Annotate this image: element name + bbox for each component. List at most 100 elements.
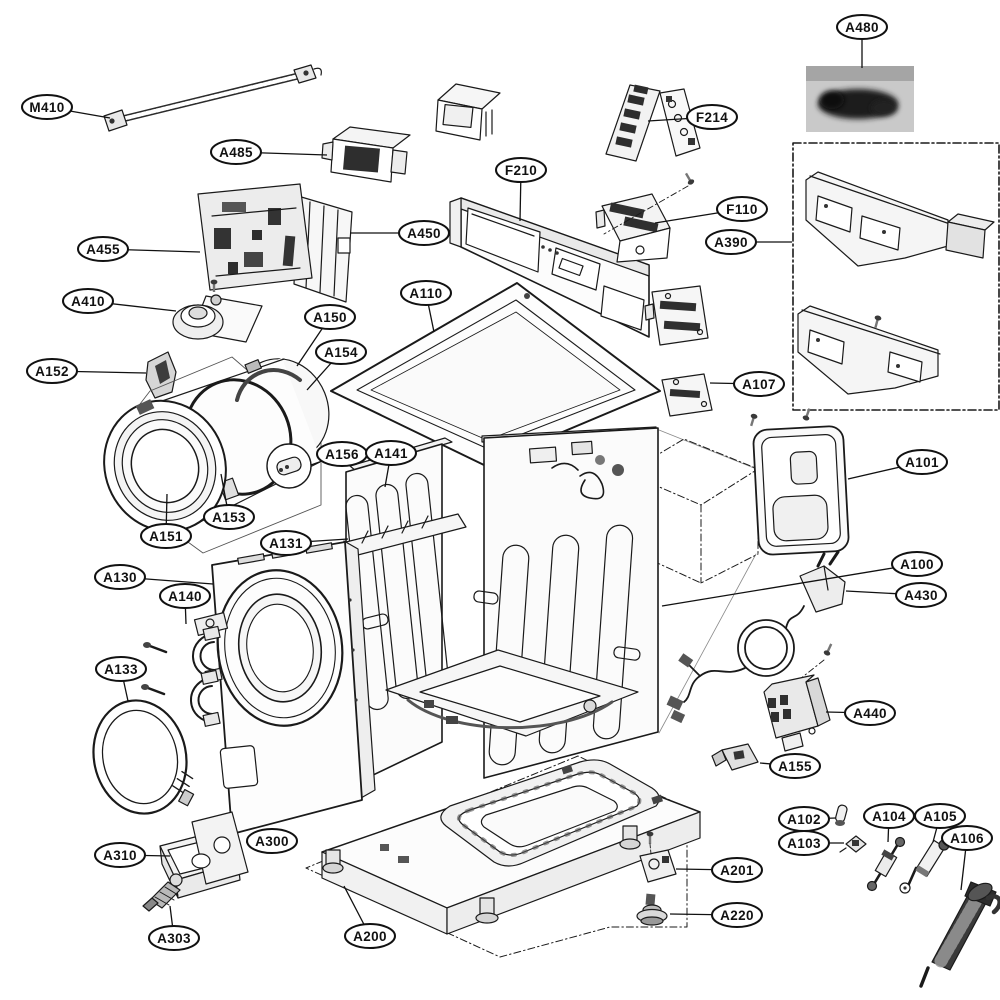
diagram-artwork xyxy=(92,64,1000,988)
callout-a155: A155 xyxy=(759,753,821,779)
control-panel-part xyxy=(449,197,650,338)
callout-bubble xyxy=(733,371,785,397)
callout-label: A141 xyxy=(374,446,408,461)
callout-a410: A410 xyxy=(62,288,177,314)
callout-a141: A141 xyxy=(365,440,417,488)
callout-bubble xyxy=(140,523,192,549)
rail-kit-dashed-box xyxy=(792,142,1000,423)
callout-label: A455 xyxy=(86,242,120,257)
callout-bubble xyxy=(246,828,298,854)
callout-label: A102 xyxy=(787,812,821,827)
callout-layer: M410A485A455A410A152A151A153A150A154A156… xyxy=(21,14,993,951)
callout-label: A151 xyxy=(149,529,183,544)
callout-label: A156 xyxy=(325,447,359,462)
callout-a303: A303 xyxy=(148,905,200,951)
callout-bubble xyxy=(260,530,312,556)
callout-bubble xyxy=(148,925,200,951)
callout-label: A485 xyxy=(219,145,253,160)
callout-bubble xyxy=(914,803,966,829)
noise-filter-part xyxy=(763,674,831,752)
callout-a201: A201 xyxy=(675,857,763,883)
hinge-bracket-parts xyxy=(644,285,713,417)
callout-bubble xyxy=(159,583,211,609)
callout-bubble xyxy=(365,440,417,466)
callout-label: A300 xyxy=(255,834,289,849)
callout-leader-line xyxy=(661,563,918,607)
callout-bubble xyxy=(94,564,146,590)
callout-a102: A102 xyxy=(778,806,837,832)
callout-bubble xyxy=(26,358,78,384)
callout-label: A430 xyxy=(904,588,938,603)
callout-label: A107 xyxy=(742,377,776,392)
callout-label: A106 xyxy=(950,831,984,846)
callout-label: A310 xyxy=(103,848,137,863)
bracket-box-part xyxy=(321,126,411,183)
callout-bubble xyxy=(836,14,888,40)
callout-label: A390 xyxy=(714,235,748,250)
callout-a153: A153 xyxy=(203,473,255,530)
callout-a200: A200 xyxy=(343,885,396,949)
callout-a156: A156 xyxy=(310,441,368,467)
callout-bubble xyxy=(716,196,768,222)
callout-bubble xyxy=(941,825,993,851)
callout-label: A480 xyxy=(845,20,879,35)
callout-label: A140 xyxy=(168,589,202,604)
top-bracket-part xyxy=(435,83,501,141)
callout-bubble xyxy=(705,229,757,255)
callout-a140: A140 xyxy=(159,583,211,625)
callout-label: A201 xyxy=(720,863,754,878)
callout-label: A440 xyxy=(853,706,887,721)
callout-label: A133 xyxy=(104,662,138,677)
callout-f210: F210 xyxy=(495,157,547,222)
callout-a100: A100 xyxy=(661,551,943,607)
callout-bubble xyxy=(711,902,763,928)
clip-part xyxy=(839,835,867,853)
callout-label: A200 xyxy=(353,929,387,944)
accessory-photo xyxy=(806,66,914,132)
connector-part xyxy=(711,743,759,771)
callout-label: A155 xyxy=(778,759,812,774)
callout-label: A154 xyxy=(324,345,358,360)
bottom-rail-part xyxy=(797,305,941,395)
callout-a455: A455 xyxy=(77,236,201,262)
callout-bubble xyxy=(896,449,948,475)
motor-wiring xyxy=(528,440,624,500)
foot-bracket-part xyxy=(639,830,677,883)
callout-a154: A154 xyxy=(306,339,367,391)
dispenser-part xyxy=(595,171,696,263)
callout-bubble xyxy=(203,504,255,530)
pressure-sensor-part xyxy=(172,279,263,343)
callout-a131: A131 xyxy=(260,530,349,556)
callout-bubble xyxy=(315,339,367,365)
leveling-foot-part xyxy=(636,893,668,926)
main-pcb-part xyxy=(197,183,313,291)
callout-bubble xyxy=(495,157,547,183)
callout-label: F110 xyxy=(726,202,758,217)
callout-bubble xyxy=(95,656,147,682)
callout-bubble xyxy=(398,220,450,246)
callout-label: A104 xyxy=(872,809,906,824)
callout-a104: A104 xyxy=(863,803,915,843)
callout-bubble xyxy=(711,857,763,883)
callout-a450: A450 xyxy=(350,220,450,246)
callout-bubble xyxy=(769,753,821,779)
base-assembly xyxy=(305,755,701,958)
callout-label: A100 xyxy=(900,557,934,572)
callout-a220: A220 xyxy=(669,902,763,928)
display-pcb-part xyxy=(605,84,701,162)
cabinet-assembly xyxy=(345,426,659,789)
callout-label: A450 xyxy=(407,226,441,241)
callout-label: A410 xyxy=(71,294,105,309)
callout-label: F210 xyxy=(505,163,537,178)
drawer-assembly xyxy=(159,811,249,899)
callout-bubble xyxy=(210,139,262,165)
callout-label: A303 xyxy=(157,931,191,946)
callout-a133: A133 xyxy=(95,656,147,702)
callout-bubble xyxy=(895,582,947,608)
strap-part xyxy=(103,64,322,132)
callout-f110: F110 xyxy=(654,196,768,224)
callout-a440: A440 xyxy=(825,700,896,726)
callout-label: A103 xyxy=(787,836,821,851)
callout-a152: A152 xyxy=(26,358,147,384)
